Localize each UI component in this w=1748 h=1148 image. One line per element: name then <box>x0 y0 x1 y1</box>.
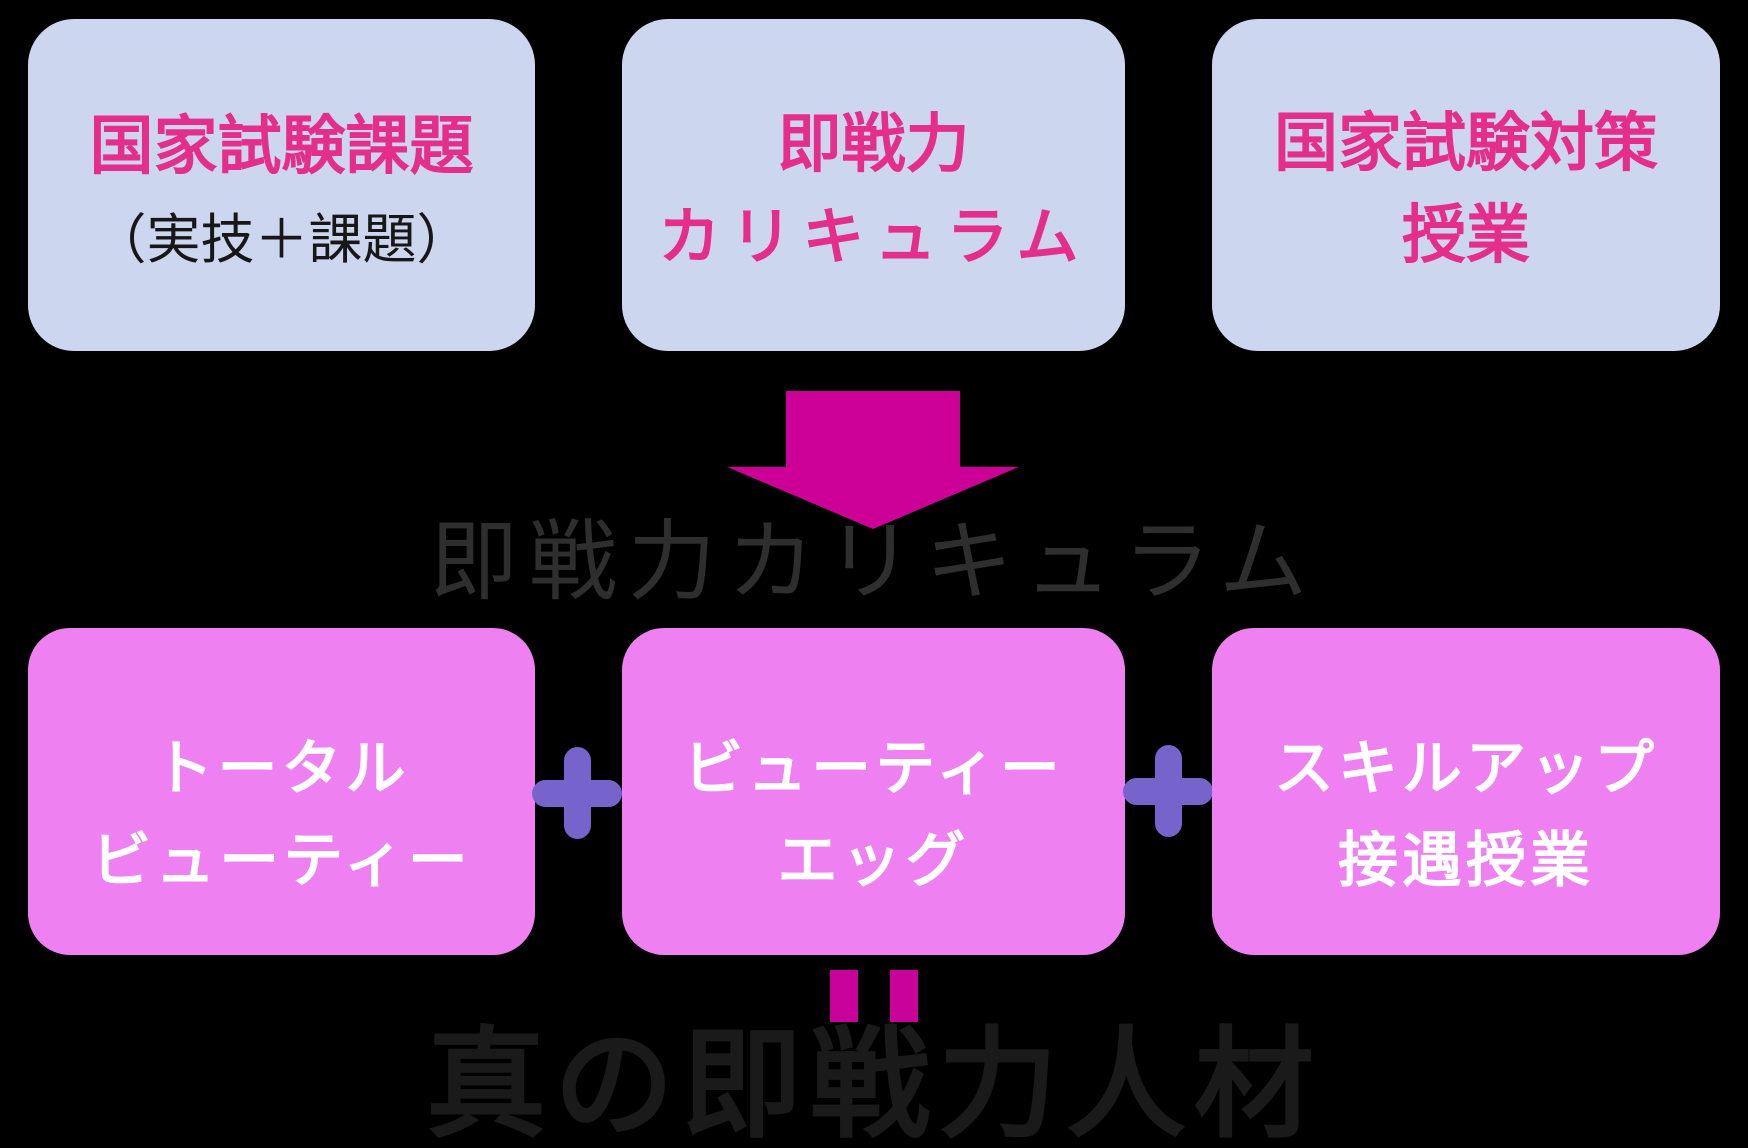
result-title: 真の即戦力人材 <box>426 1016 1322 1148</box>
top-box-exam-task-subtitle: （実技＋課題） <box>92 207 471 271</box>
bottom-box-beauty-egg: ビューティー エッグ <box>622 628 1125 955</box>
bottom-box-skill-up-line1: スキルアップ <box>1274 734 1658 805</box>
top-box-curriculum-line1: 即戦力 <box>777 108 970 183</box>
bottom-box-beauty-egg-line2: エッグ <box>777 825 970 896</box>
bottom-box-total-beauty-line2: ビューティー <box>91 825 472 896</box>
flow-label: 即戦力カリキュラム <box>429 510 1319 613</box>
top-box-curriculum: 即戦力 カリキュラム <box>622 19 1125 351</box>
top-box-curriculum-line2: カリキュラム <box>658 200 1089 274</box>
bottom-box-total-beauty: トータル ビューティー <box>28 628 535 955</box>
bottom-box-total-beauty-line1: トータル <box>153 734 410 805</box>
plus-icon <box>532 747 622 839</box>
top-box-exam-prep: 国家試験対策 授業 <box>1212 19 1720 351</box>
plus-icon <box>1123 745 1213 837</box>
top-box-exam-task-title: 国家試験課題 <box>89 109 474 184</box>
top-box-exam-task: 国家試験課題 （実技＋課題） <box>28 19 535 351</box>
bottom-box-beauty-egg-line1: ビューティー <box>683 734 1064 805</box>
equals-icon <box>830 970 918 1022</box>
bottom-box-skill-up: スキルアップ 接遇授業 <box>1212 628 1720 955</box>
top-box-exam-prep-line1: 国家試験対策 <box>1274 107 1658 182</box>
bottom-box-skill-up-line2: 接遇授業 <box>1338 825 1594 896</box>
top-box-exam-prep-line2: 授業 <box>1402 199 1530 273</box>
down-arrow-icon <box>727 391 1019 529</box>
